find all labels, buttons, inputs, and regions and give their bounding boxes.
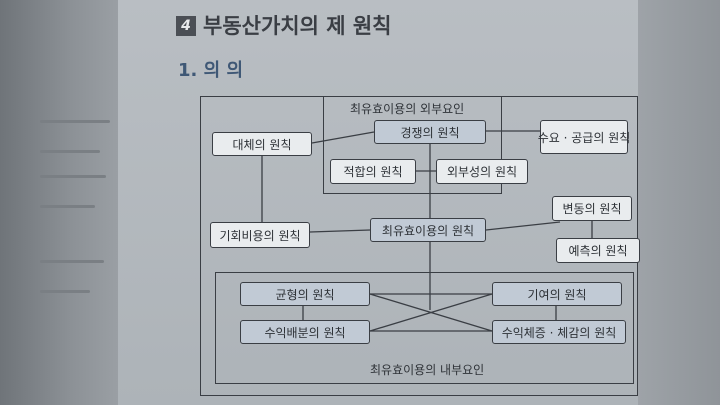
link-hbu-change <box>485 221 561 231</box>
external-factors-group <box>323 96 502 194</box>
link-opportunity-hbu <box>309 229 371 233</box>
node-competition: 경쟁의 원칙 <box>374 120 486 144</box>
link-distribution-contribution <box>369 293 493 332</box>
node-anticipation: 예측의 원칙 <box>556 238 640 263</box>
node-externality: 외부성의 원칙 <box>436 159 528 184</box>
node-opportunity-cost: 기회비용의 원칙 <box>210 222 310 248</box>
left-page <box>0 0 118 405</box>
right-page <box>638 0 720 405</box>
node-highest-best-use: 최유효이용의 원칙 <box>370 218 486 242</box>
section-title: 1. 의 의 <box>178 60 244 81</box>
node-substitution: 대체의 원칙 <box>212 132 312 156</box>
node-supply-demand: 수요 · 공급의 원칙 <box>538 120 630 154</box>
external-group-label: 최유효이용의 외부요인 <box>350 102 465 116</box>
chapter-number-badge: 4 <box>176 16 196 36</box>
internal-factors-group <box>215 272 634 384</box>
internal-group-label: 최유효이용의 내부요인 <box>370 363 485 377</box>
node-returns: 수익체증 · 체감의 원칙 <box>492 320 626 344</box>
node-conformity: 적합의 원칙 <box>330 159 416 184</box>
node-balance: 균형의 원칙 <box>240 282 370 306</box>
node-distribution: 수익배분의 원칙 <box>240 320 370 344</box>
link-substitution-competition <box>311 131 375 144</box>
node-change: 변동의 원칙 <box>552 196 632 221</box>
node-contribution: 기여의 원칙 <box>492 282 622 306</box>
chapter-title: 부동산가치의 제 원칙 <box>203 14 392 38</box>
